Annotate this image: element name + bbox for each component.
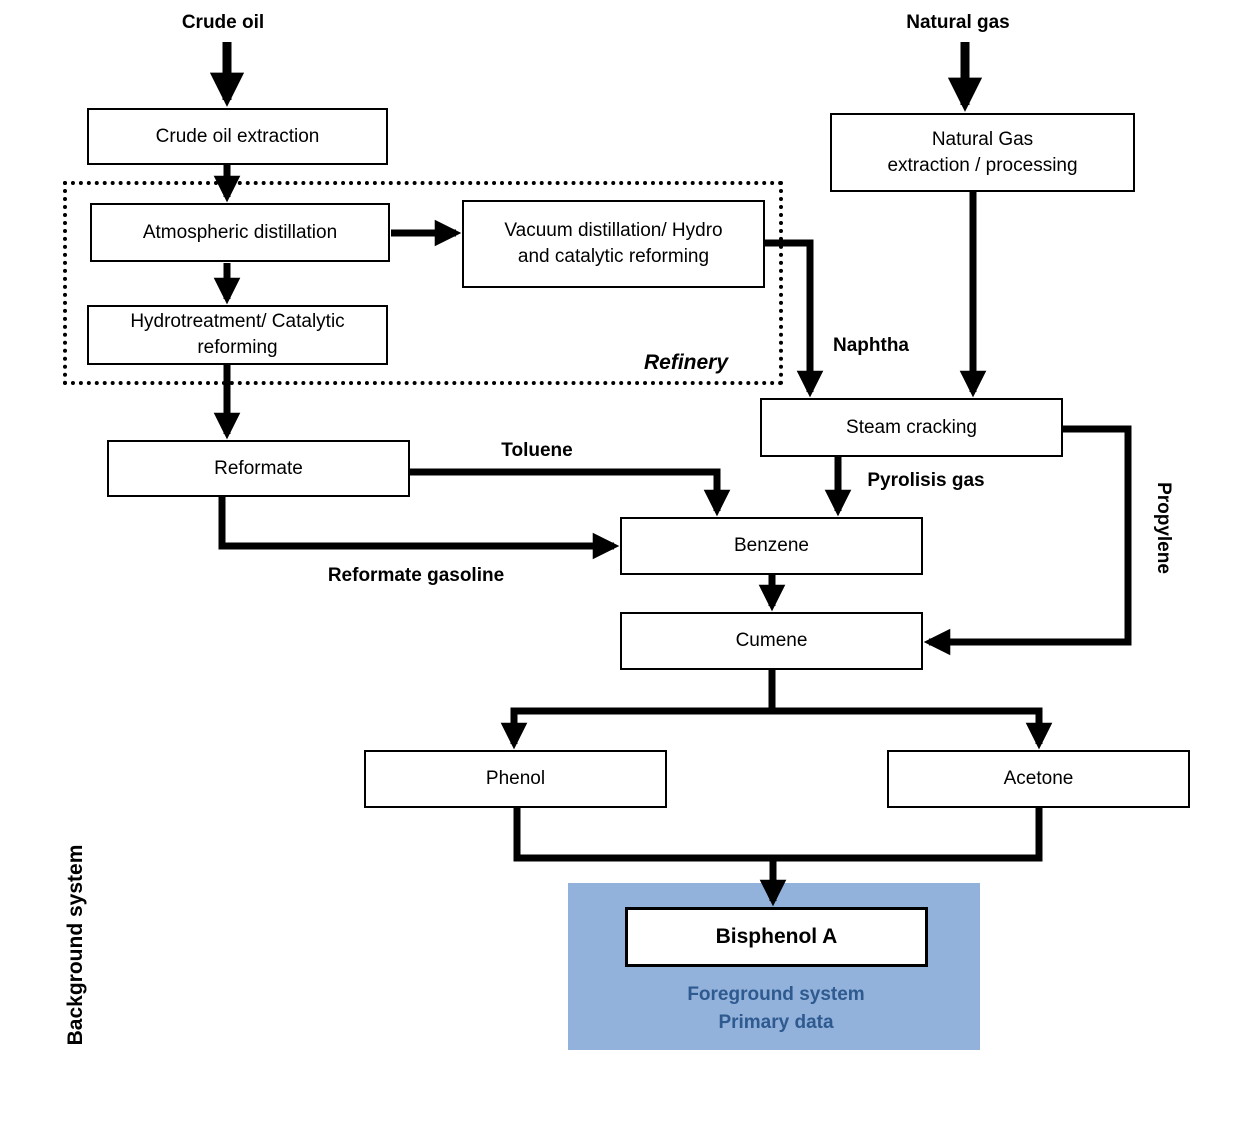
arrow-reformate-gasoline bbox=[218, 497, 620, 560]
box-cumene: Cumene bbox=[620, 612, 923, 670]
refinery-region-border bbox=[63, 181, 783, 385]
label-refinery: Refinery bbox=[643, 351, 729, 374]
label-pyrolisis-gas: Pyrolisis gas bbox=[867, 470, 985, 491]
box-hydrotreatment: Hydrotreatment/ Catalytic reforming bbox=[87, 305, 388, 365]
box-acetone: Acetone bbox=[887, 750, 1190, 808]
label-crude-oil: Crude oil bbox=[181, 12, 265, 33]
box-benzene: Benzene bbox=[620, 517, 923, 575]
label-toluene: Toluene bbox=[501, 440, 573, 461]
label-naphtha: Naphtha bbox=[833, 335, 909, 356]
label-propylene: Propylene bbox=[1153, 482, 1174, 574]
box-reformate: Reformate bbox=[107, 440, 410, 497]
arrow-propylene bbox=[923, 425, 1132, 656]
box-atmospheric-distillation: Atmospheric distillation bbox=[90, 203, 390, 262]
box-steam-cracking: Steam cracking bbox=[760, 398, 1063, 457]
box-bisphenol-a: Bisphenol A bbox=[625, 907, 928, 967]
label-primary-data: Primary data bbox=[718, 1012, 834, 1033]
box-phenol: Phenol bbox=[364, 750, 667, 808]
box-natural-gas-extraction: Natural Gas extraction / processing bbox=[830, 113, 1135, 192]
label-foreground-system: Foreground system bbox=[687, 984, 865, 1005]
label-reformate-gasoline: Reformate gasoline bbox=[327, 565, 505, 586]
label-background-system: Background system bbox=[64, 844, 87, 1046]
box-vacuum-distillation: Vacuum distillation/ Hydro and catalytic… bbox=[462, 200, 765, 288]
arrow-toluene bbox=[410, 468, 731, 517]
label-natural-gas: Natural gas bbox=[906, 12, 1010, 33]
arrow-naphtha bbox=[765, 239, 824, 398]
box-crude-oil-extraction: Crude oil extraction bbox=[87, 108, 388, 165]
